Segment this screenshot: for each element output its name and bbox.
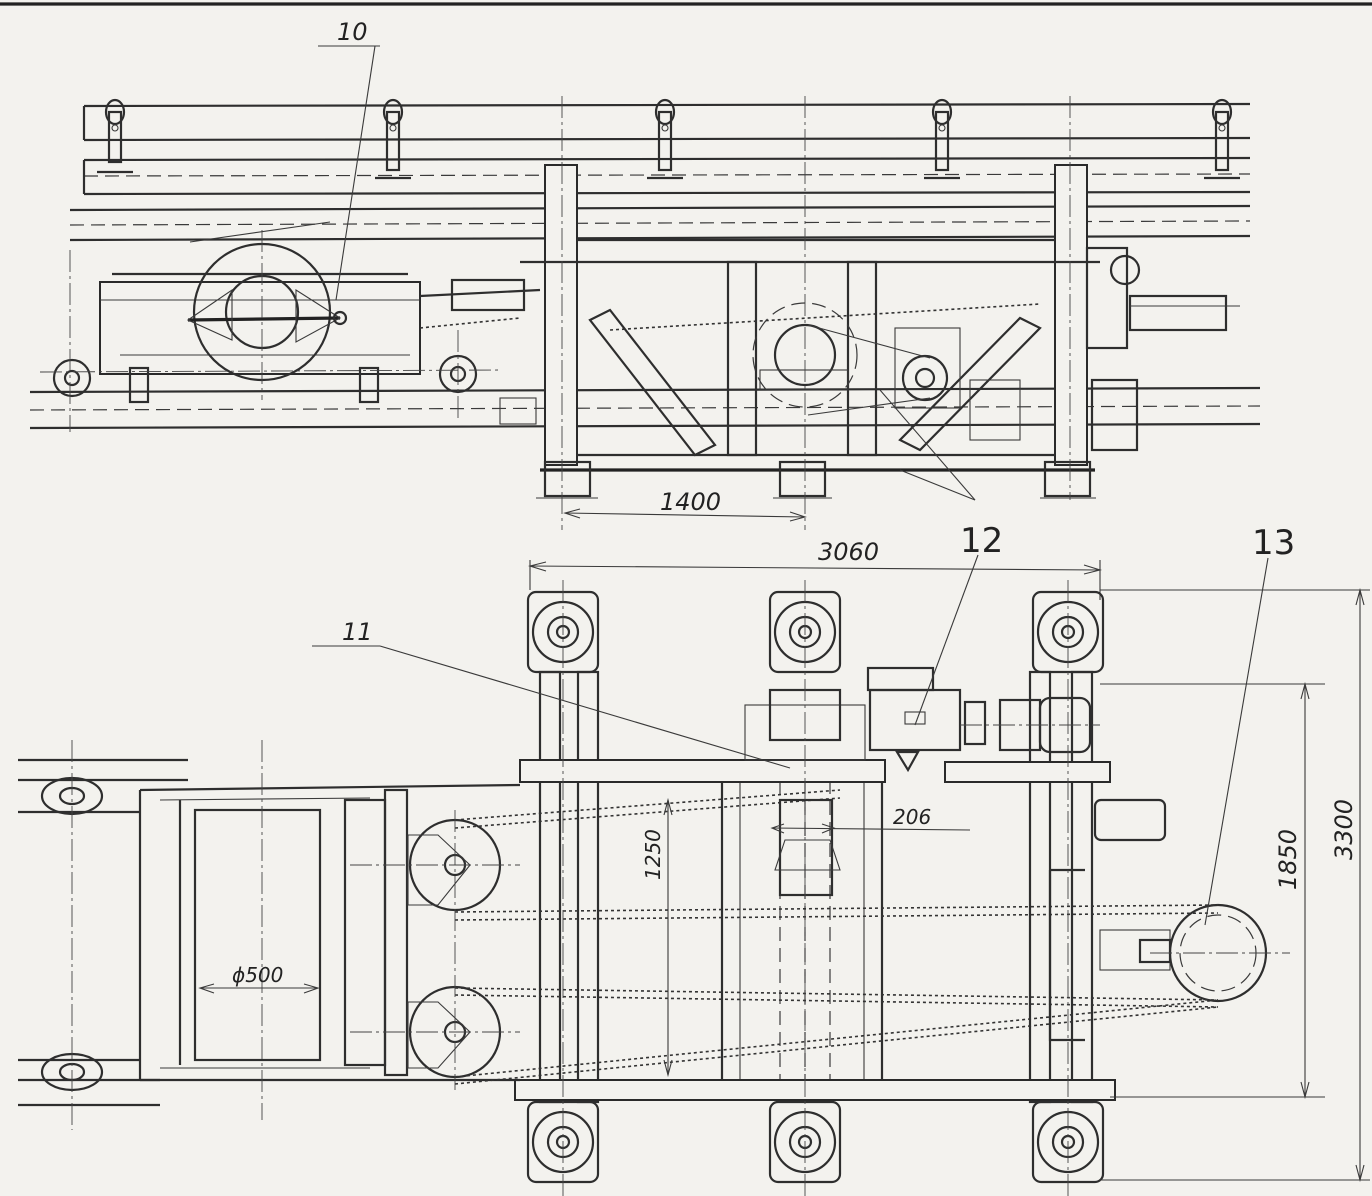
callout-10-label: 10	[337, 18, 368, 46]
dim-3300-label: 3300	[1330, 799, 1358, 860]
callout-10: 10	[318, 18, 380, 301]
dimension-1250: 1250	[641, 797, 673, 1078]
dim-1400-label: 1400	[660, 488, 721, 516]
main-frame	[520, 164, 1240, 499]
plan-frame	[138, 670, 1116, 1104]
dim-1250-label: 1250	[641, 829, 665, 880]
dimension-3060: 3060	[527, 538, 1103, 600]
plan-view: 3060	[18, 389, 1370, 1196]
callout-13: 13	[1204, 523, 1295, 926]
dimension-3300: 3300	[1100, 587, 1370, 1183]
left-trolley	[52, 221, 541, 425]
dimension-500: ϕ500	[198, 963, 320, 994]
belt-drive	[407, 789, 1268, 1085]
dim-500-label: ϕ500	[232, 963, 283, 987]
callout-11-label: 11	[342, 618, 373, 646]
drive-group	[744, 666, 1167, 1042]
centerline	[39, 369, 501, 373]
dim-1850-label: 1850	[1274, 829, 1302, 890]
callout-12-label: 12	[960, 521, 1003, 561]
callout-11: 11	[312, 618, 791, 769]
rail-hangers	[97, 98, 1240, 180]
upper-rail	[69, 102, 1251, 242]
dimension-1400: 1400	[563, 488, 807, 522]
wheel-boxes-bottom	[526, 1100, 1105, 1184]
callout-12: 12	[879, 389, 1003, 726]
wheel-boxes-top	[526, 590, 1105, 674]
elevation-view: 1400 10	[29, 18, 1261, 530]
dimension-1850: 1850	[1100, 681, 1325, 1100]
dim-3060-label: 3060	[818, 538, 879, 566]
dim-206-label: 206	[893, 805, 931, 829]
plan-left-rail	[18, 758, 188, 1107]
callout-13-label: 13	[1252, 523, 1295, 563]
dimension-206: 206	[770, 805, 971, 834]
